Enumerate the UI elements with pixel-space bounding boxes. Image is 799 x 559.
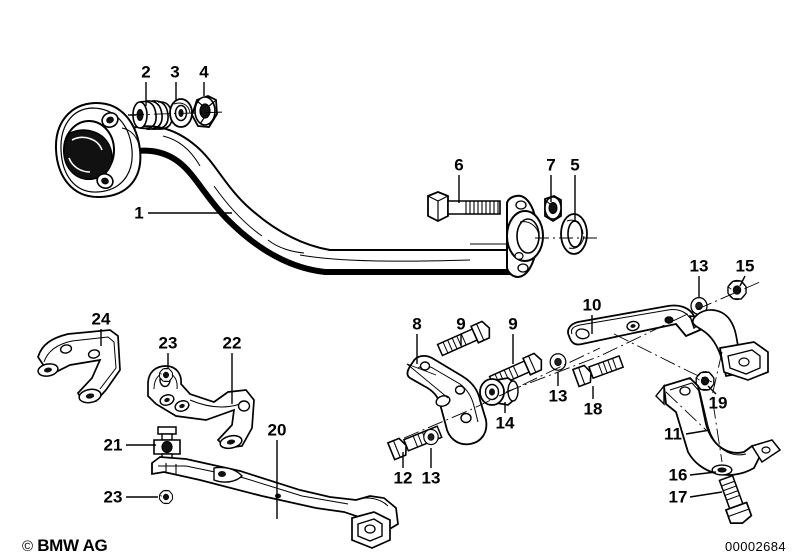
part-7-hex-nut bbox=[544, 195, 562, 223]
part-1-front-exhaust-pipe bbox=[54, 101, 544, 279]
callout-label-22: 22 bbox=[222, 333, 242, 353]
manifold-flange bbox=[54, 101, 142, 199]
callout-label-13c: 13 bbox=[689, 256, 709, 276]
callout-label-23a: 23 bbox=[158, 333, 178, 353]
part-14-rubber-bushing bbox=[479, 377, 519, 406]
part-6-hex-bolt bbox=[427, 191, 501, 223]
callout-label-24: 24 bbox=[91, 309, 111, 329]
callout-label-1: 1 bbox=[134, 203, 144, 223]
callout-label-15: 15 bbox=[735, 256, 755, 276]
callout-label-7: 7 bbox=[546, 155, 556, 175]
callout-label-11: 11 bbox=[664, 424, 682, 444]
part-4-hex-nut bbox=[191, 95, 218, 128]
copyright-owner: BMW AG bbox=[37, 536, 108, 555]
callout-label-3: 3 bbox=[170, 62, 180, 82]
callout-label-19: 19 bbox=[708, 393, 728, 413]
part-11-strap-clamp bbox=[655, 309, 782, 476]
callout-label-10: 10 bbox=[582, 295, 602, 315]
callout-label-2: 2 bbox=[141, 62, 151, 82]
callout-label-21: 21 bbox=[103, 435, 123, 455]
callout-label-6: 6 bbox=[454, 155, 464, 175]
copyright-symbol: © bbox=[22, 538, 33, 555]
part-5-gasket-ring bbox=[560, 213, 588, 255]
callout-label-17: 17 bbox=[668, 487, 688, 507]
part-17-hex-bolt bbox=[718, 474, 753, 524]
callout-label-13b: 13 bbox=[548, 386, 568, 406]
copyright-notice: © BMW AG bbox=[22, 536, 108, 556]
callout-label-4: 4 bbox=[199, 62, 209, 82]
callout-label-9b: 9 bbox=[508, 314, 518, 334]
callout-label-13a: 13 bbox=[421, 468, 441, 488]
part-8-mounting-bracket bbox=[406, 355, 488, 446]
part-21-rubber-mount bbox=[153, 426, 181, 467]
part-18-hex-bolt bbox=[571, 354, 625, 388]
callout-label-9a: 9 bbox=[456, 314, 466, 334]
callout-label-14: 14 bbox=[495, 413, 515, 433]
part-24-angle-bracket bbox=[37, 329, 121, 404]
callout-label-23b: 23 bbox=[103, 487, 123, 507]
drawing-number: 00002684 bbox=[725, 539, 787, 554]
part-20-cross-member bbox=[151, 456, 399, 549]
assembly-axis-lines bbox=[127, 111, 761, 463]
callout-label-18: 18 bbox=[583, 399, 603, 419]
callout-label-5: 5 bbox=[570, 155, 580, 175]
part-13-washer-a bbox=[423, 428, 439, 446]
part-23-hex-nut-upper bbox=[159, 367, 173, 383]
part-23-hex-nut-lower bbox=[159, 489, 173, 505]
pipe-rear-flange bbox=[506, 194, 544, 279]
part-16-washer bbox=[711, 464, 733, 476]
callout-label-8: 8 bbox=[412, 314, 422, 334]
callout-label-12: 12 bbox=[393, 468, 413, 488]
callout-label-16: 16 bbox=[668, 465, 688, 485]
callout-leaders bbox=[100, 82, 746, 519]
part-15-hex-nut bbox=[727, 279, 747, 301]
callout-label-20: 20 bbox=[267, 420, 287, 440]
